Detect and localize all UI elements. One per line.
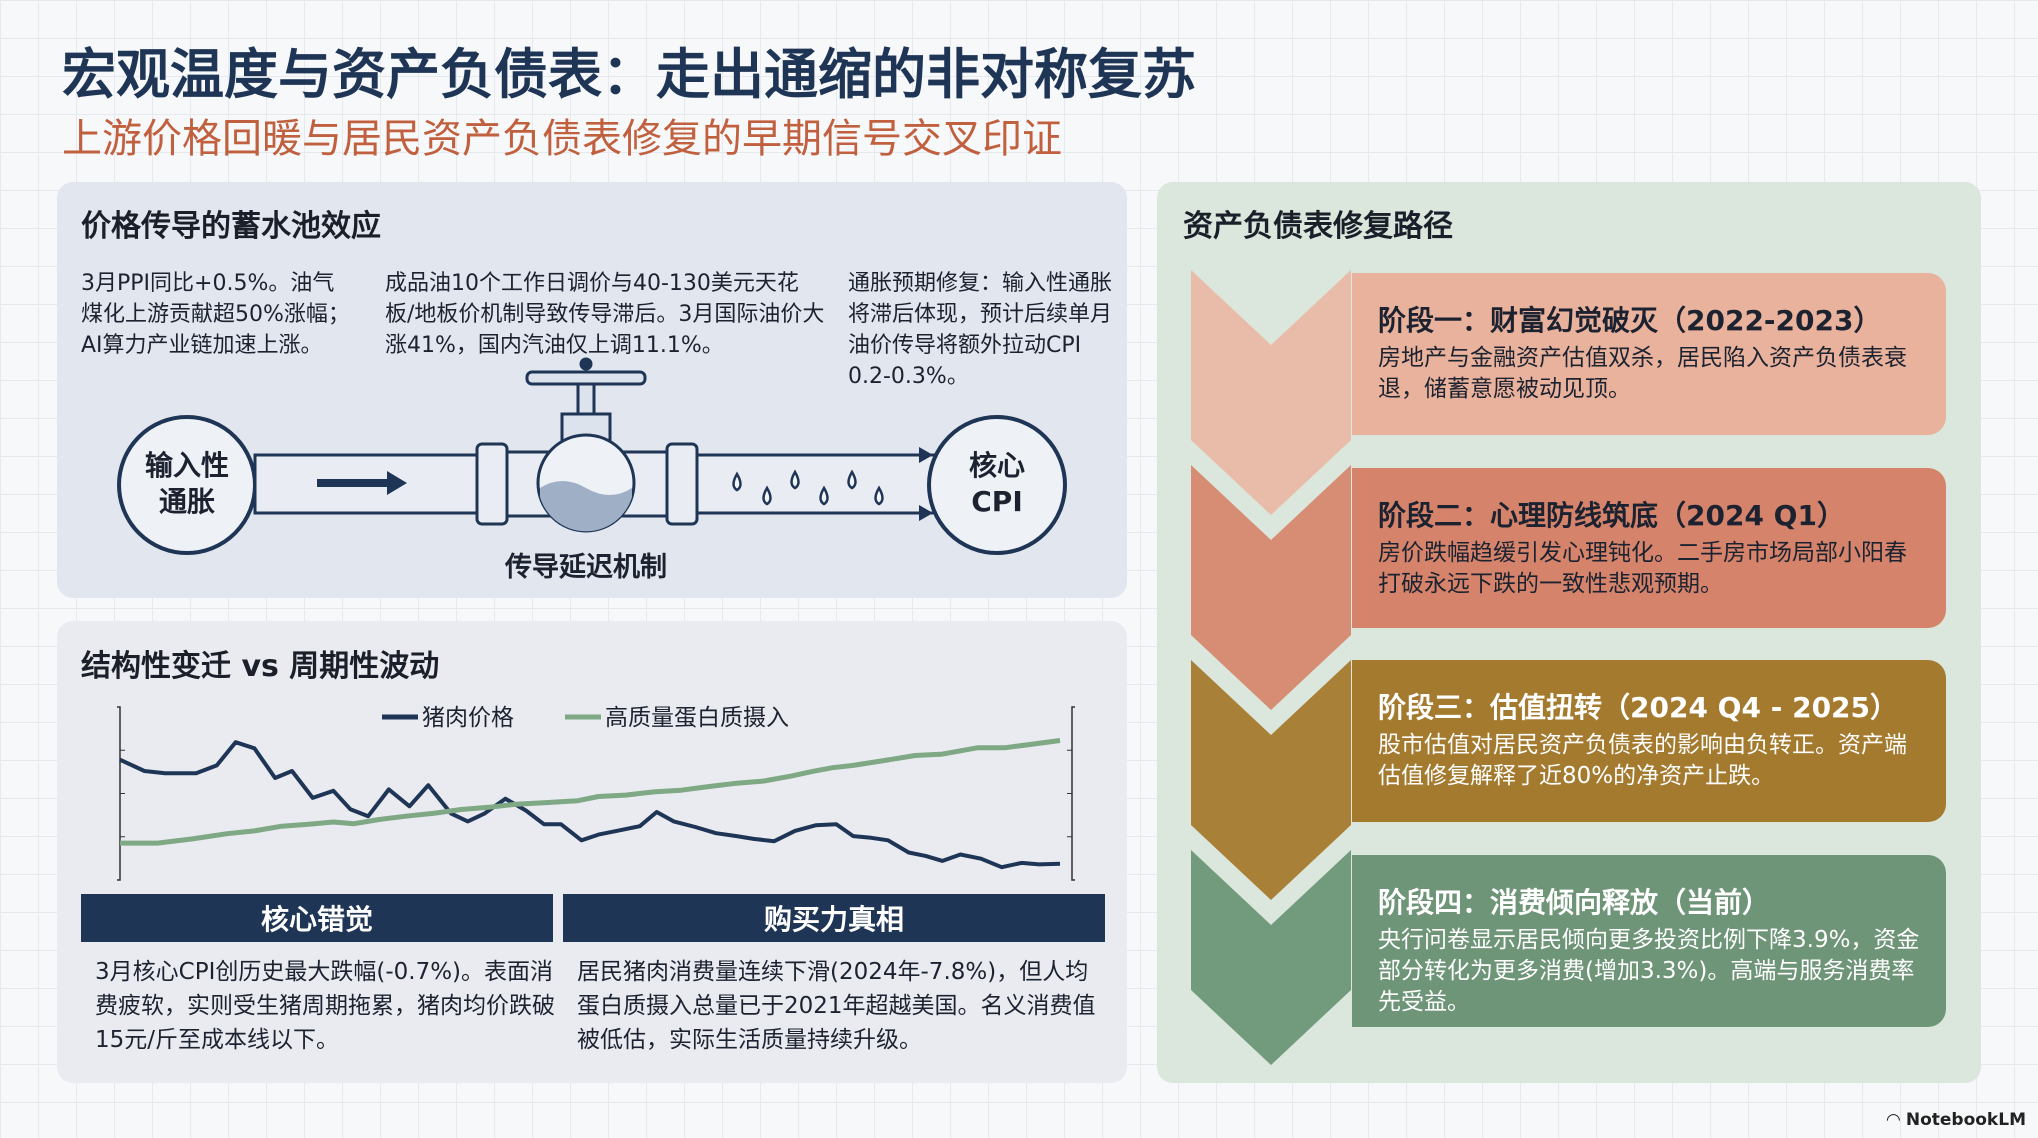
output-circle	[927, 415, 1067, 555]
stage-4-title: 阶段四：消费倾向释放（当前）	[1378, 886, 1771, 919]
series-line-pork	[119, 740, 1061, 870]
stage-3-body: 股市估值对居民资产负债表的影响由负转正。资产端估值修复解释了近80%的净资产止跌…	[1378, 732, 1907, 789]
stage-1-card: 阶段一：财富幻觉破灭（2022-2023） 房地产与金融资产估值双杀，居民陷入资产…	[1352, 273, 1946, 435]
balance-sheet-title: 资产负债表修复路径	[1183, 209, 1453, 244]
left-axis	[117, 706, 121, 881]
page-title: 宏观温度与资产负债表：走出通缩的非对称复苏	[62, 43, 1196, 106]
stage-1-body: 房地产与金融资产估值双杀，居民陷入资产负债表衰退，储蓄意愿被动见顶。	[1378, 345, 1907, 402]
notebooklm-watermark: ◠ NotebookLM	[1887, 1110, 2026, 1130]
pork-protein-chart: 猪肉价格 高质量蛋白质摄入	[117, 705, 1075, 881]
stage-2-title: 阶段二：心理防线筑底（2024 Q1）	[1378, 499, 1845, 532]
structural-title: 结构性变迁 vs 周期性波动	[81, 649, 440, 684]
right-axis	[1071, 706, 1075, 881]
core-illusion-text: 3月核心CPI创历史最大跌幅(-0.7%)。表面消费疲软，实则受生猪周期拖累，猪…	[95, 959, 555, 1053]
stage-4-chevron-icon	[1191, 850, 1351, 1065]
structural-panel	[57, 621, 1127, 1083]
transmission-diagram	[117, 357, 1067, 555]
purchasing-power-header: 购买力真相	[563, 894, 1105, 942]
stage-2-chevron-icon	[1191, 465, 1351, 710]
stage-3-title: 阶段三：估值扭转（2024 Q4 - 2025）	[1378, 691, 1899, 724]
valve-icon	[525, 357, 647, 533]
page-subtitle: 上游价格回暖与居民资产负债表修复的早期信号交叉印证	[62, 116, 1062, 162]
inflation-expectation-note: 通胀预期修复：输入性通胀将滞后体现，预计后续单月油价传导将额外拉动CPI 0.2…	[848, 271, 1113, 389]
series-line-protein	[120, 738, 1061, 846]
stage-2-body: 房价跌幅趋缓引发心理钝化。二手房市场局部小阳春打破永远下跌的一致性悲观预期。	[1378, 540, 1907, 597]
output-label-line1: 核心	[968, 449, 1025, 482]
legend-label: 猪肉价格	[422, 705, 514, 731]
notebooklm-logo-icon: ◠	[1886, 1110, 1906, 1130]
stage-1-chevron-icon	[1191, 270, 1351, 515]
stage-3-card: 阶段三：估值扭转（2024 Q4 - 2025） 股市估值对居民资产负债表的影响由…	[1352, 660, 1946, 822]
output-label-line2: CPI	[971, 485, 1023, 518]
core-illusion-header: 核心错觉	[81, 894, 553, 942]
output-arrows-icon	[919, 447, 933, 521]
droplets-icon	[732, 469, 884, 506]
stage-3-chevron-icon	[1191, 660, 1351, 900]
input-label-line1: 输入性	[144, 449, 229, 482]
legend-label: 高质量蛋白质摄入	[605, 705, 789, 731]
stage-4-card: 阶段四：消费倾向释放（当前） 央行问卷显示居民倾向更多投资比例下降3.9%，资金部…	[1352, 855, 1946, 1027]
input-label-line2: 通胀	[158, 485, 215, 518]
purchasing-power-text: 居民猪肉消费量连续下滑(2024年-7.8%)，但人均蛋白质摄入总量已于2021…	[577, 959, 1096, 1053]
reservoir-title: 价格传导的蓄水池效应	[81, 209, 381, 244]
stage-4-body: 央行问卷显示居民倾向更多投资比例下降3.9%，资金部分转化为更多消费(增加3.3…	[1378, 927, 1920, 1015]
watermark-text: NotebookLM	[1905, 1110, 2026, 1130]
stage-chevrons	[1191, 270, 1351, 1065]
stage-2-card: 阶段二：心理防线筑底（2024 Q1） 房价跌幅趋缓引发心理钝化。二手房市场局部小…	[1352, 468, 1946, 628]
flow-arrow-icon	[317, 471, 407, 495]
oil-price-note: 成品油10个工作日调价与40-130美元天花板/地板价机制导致传导滞后。3月国际…	[385, 271, 825, 358]
stage-1-title: 阶段一：财富幻觉破灭（2022-2023）	[1378, 304, 1882, 337]
ppi-note: 3月PPI同比+0.5%。油气煤化上游贡献超50%涨幅；AI算力产业链加速上涨。	[81, 271, 350, 358]
mechanism-label: 传导延迟机制	[505, 552, 667, 583]
